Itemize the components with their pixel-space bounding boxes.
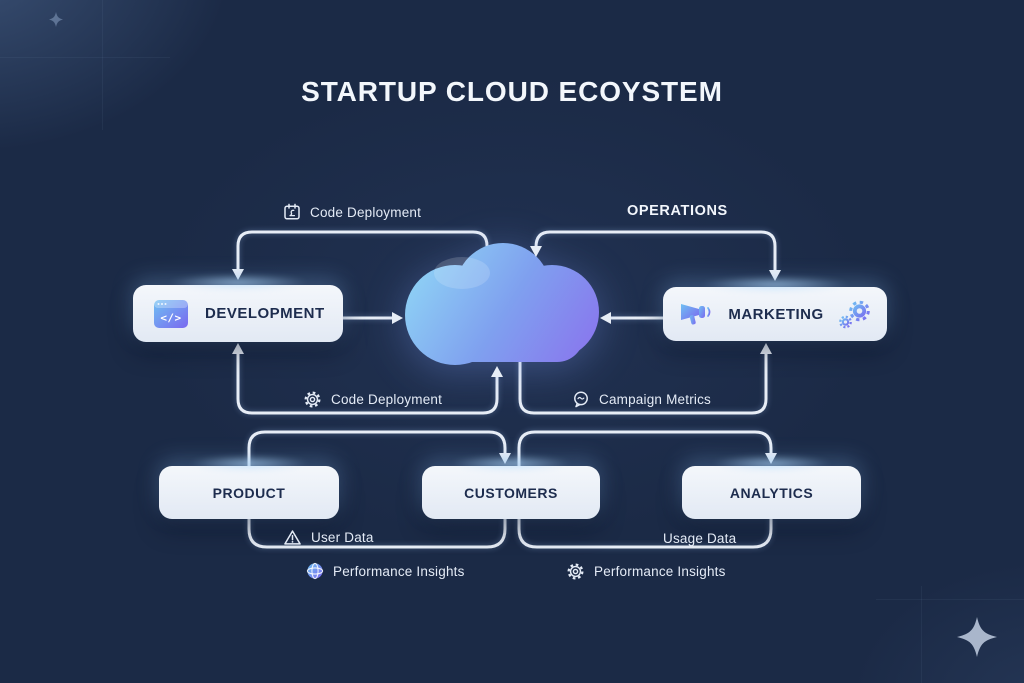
label-text: Usage Data xyxy=(663,530,737,546)
chat-bubble-icon xyxy=(572,390,590,408)
sparkle-star-small xyxy=(49,12,63,27)
node-development: </> DEVELOPMENT xyxy=(133,285,343,342)
label-text: User Data xyxy=(311,529,374,545)
page-title: STARTUP CLOUD ECOYSTEM xyxy=(301,76,723,107)
label-code-deployment-bottom: Code Deployment xyxy=(303,389,442,409)
node-product: PRODUCT xyxy=(159,466,339,519)
node-product-label: PRODUCT xyxy=(212,484,286,501)
node-development-label: DEVELOPMENT xyxy=(205,305,325,322)
label-text: Code Deployment xyxy=(310,204,422,220)
cloud-icon xyxy=(405,243,599,365)
arrowheads xyxy=(232,246,781,464)
label-usage-data: Usage Data xyxy=(663,528,736,548)
svg-text:</>: </> xyxy=(160,311,181,324)
label-performance-insights-left: Performance Insights xyxy=(306,561,465,581)
connector-lines xyxy=(236,230,777,549)
label-text: OPERATIONS xyxy=(627,203,728,219)
edge-cloud-to-development xyxy=(236,230,489,271)
edge-product-to-customers xyxy=(247,430,507,468)
label-operations: OPERATIONS xyxy=(627,201,728,221)
node-customers: CUSTOMERS xyxy=(422,466,600,519)
code-window-icon: </> xyxy=(154,299,188,328)
edge-usage-data xyxy=(517,517,773,549)
node-marketing-label: MARKETING xyxy=(728,305,824,323)
label-performance-insights-right: Performance Insights xyxy=(566,561,726,581)
label-campaign-metrics: Campaign Metrics xyxy=(572,389,711,409)
edge-operations-cloud-marketing xyxy=(534,230,777,272)
edge-customers-to-analytics xyxy=(517,430,773,468)
edge-campaign-metrics xyxy=(518,352,768,415)
label-text: Code Deployment xyxy=(331,391,443,407)
deploy-calendar-icon xyxy=(283,203,301,221)
label-text: Performance Insights xyxy=(333,563,465,579)
node-marketing: MARKETING xyxy=(663,287,887,341)
label-user-data: User Data xyxy=(283,527,374,547)
gears-icon xyxy=(838,299,872,329)
node-analytics: ANALYTICS xyxy=(682,466,861,519)
sparkle-star xyxy=(957,617,997,657)
gear-outline-icon xyxy=(566,562,585,581)
globe-sphere-icon xyxy=(306,562,324,580)
gear-outline-icon xyxy=(303,390,322,409)
edge-user-data xyxy=(247,517,507,549)
node-customers-label: CUSTOMERS xyxy=(464,484,558,501)
edge-code-deployment-bottom xyxy=(236,352,499,415)
label-text: Campaign Metrics xyxy=(599,391,711,407)
node-analytics-label: ANALYTICS xyxy=(729,484,814,501)
label-code-deployment-top: Code Deployment xyxy=(283,202,421,222)
megaphone-icon xyxy=(678,299,714,329)
label-text: Performance Insights xyxy=(594,563,726,579)
warning-triangle-icon xyxy=(283,529,302,546)
